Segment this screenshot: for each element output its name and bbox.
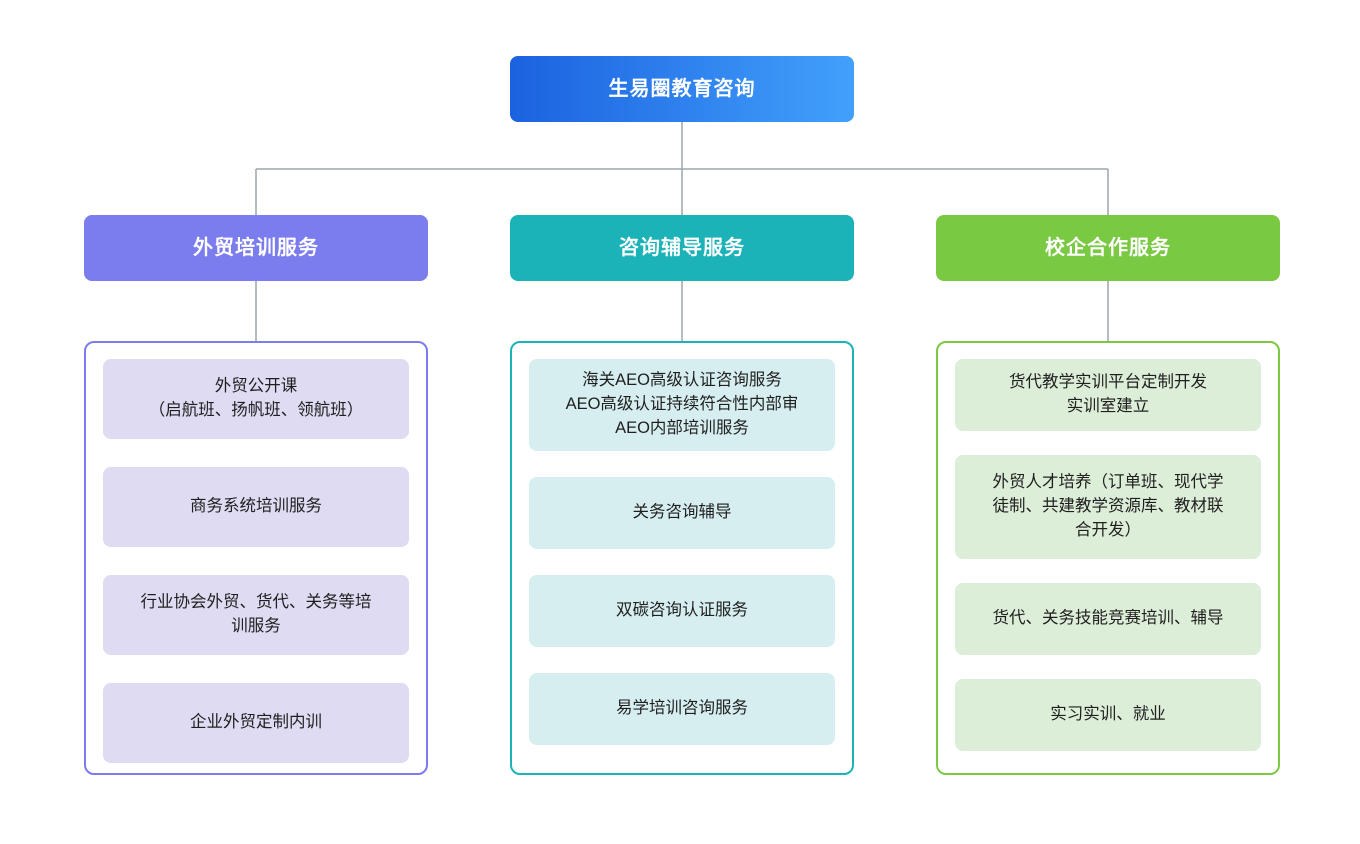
leaf-card[interactable]: 双碳咨询认证服务 [529, 575, 835, 647]
branch-body-1: 外贸公开课 （启航班、扬帆班、领航班） 商务系统培训服务 行业协会外贸、货代、关… [84, 341, 428, 775]
branch-header-label-1: 外贸培训服务 [193, 237, 319, 259]
branch-header-2[interactable]: 咨询辅导服务 [510, 215, 854, 281]
branch-header-3[interactable]: 校企合作服务 [936, 215, 1280, 281]
branch-column-2: 咨询辅导服务 海关AEO高级认证咨询服务 AEO高级认证持续符合性内部审 AEO… [510, 215, 854, 775]
branch-header-label-2: 咨询辅导服务 [619, 237, 745, 259]
leaf-card[interactable]: 企业外贸定制内训 [103, 683, 409, 763]
leaf-card[interactable]: 外贸公开课 （启航班、扬帆班、领航班） [103, 359, 409, 439]
branch-body-2: 海关AEO高级认证咨询服务 AEO高级认证持续符合性内部审 AEO内部培训服务 … [510, 341, 854, 775]
leaf-card[interactable]: 外贸人才培养（订单班、现代学 徒制、共建教学资源库、教材联 合开发） [955, 455, 1261, 559]
leaf-card[interactable]: 关务咨询辅导 [529, 477, 835, 549]
leaf-card[interactable]: 海关AEO高级认证咨询服务 AEO高级认证持续符合性内部审 AEO内部培训服务 [529, 359, 835, 451]
leaf-card[interactable]: 商务系统培训服务 [103, 467, 409, 547]
leaf-card[interactable]: 货代、关务技能竞赛培训、辅导 [955, 583, 1261, 655]
branch-column-3: 校企合作服务 货代教学实训平台定制开发 实训室建立 外贸人才培养（订单班、现代学… [936, 215, 1280, 775]
branch-header-label-3: 校企合作服务 [1045, 237, 1171, 259]
branch-body-3: 货代教学实训平台定制开发 实训室建立 外贸人才培养（订单班、现代学 徒制、共建教… [936, 341, 1280, 775]
root-node[interactable]: 生易圈教育咨询 [510, 56, 854, 122]
leaf-card[interactable]: 货代教学实训平台定制开发 实训室建立 [955, 359, 1261, 431]
leaf-card[interactable]: 实习实训、就业 [955, 679, 1261, 751]
root-node-label: 生易圈教育咨询 [608, 78, 756, 100]
branch-column-1: 外贸培训服务 外贸公开课 （启航班、扬帆班、领航班） 商务系统培训服务 行业协会… [84, 215, 428, 775]
leaf-card[interactable]: 易学培训咨询服务 [529, 673, 835, 745]
branch-header-1[interactable]: 外贸培训服务 [84, 215, 428, 281]
leaf-card[interactable]: 行业协会外贸、货代、关务等培 训服务 [103, 575, 409, 655]
